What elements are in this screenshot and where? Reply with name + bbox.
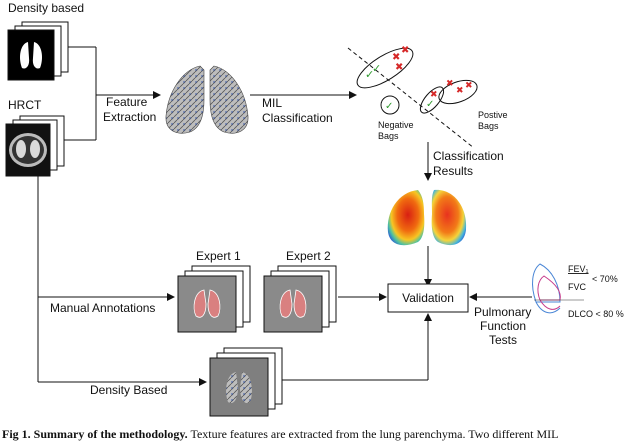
pulmonary-label-2: Function [480,319,526,333]
density-based-bottom-stack [209,347,283,417]
expert-2-label: Expert 2 [286,249,331,263]
expert-2-stack [263,265,337,333]
hrct-label: HRCT [8,98,42,112]
svg-text:✓: ✓ [372,62,381,75]
mil-bags-plot: ✓ ✓ ✓ ✓ ✖ ✖ ✖ ✖ ✖ ✖ ✖ [347,45,478,149]
svg-text:✖: ✖ [465,81,473,91]
svg-text:✓: ✓ [365,68,374,81]
validation-box [387,283,469,313]
spirometry-curves [532,263,584,314]
positive-bags-label-2: Bags [478,121,499,131]
svg-text:✓: ✓ [426,99,434,110]
heatmap-lung-image [387,189,467,246]
manual-annotations-label: Manual Annotations [50,301,155,315]
caption-bold: Fig 1. Summary of the methodology. [2,427,188,441]
feature-extraction-label-2: Extraction [103,110,156,124]
classification-results-label-2: Results [433,164,473,178]
fvc-label: FVC [568,282,587,292]
expert-1-label: Expert 1 [196,249,241,263]
positive-bags-label-1: Postive [478,110,508,120]
density-based-stack [7,21,69,81]
dlco-label: DLCO < 80 % [568,309,624,319]
svg-text:✖: ✖ [446,79,454,89]
texture-lung-image [165,65,249,134]
caption-text: Texture features are extracted from the … [187,427,559,441]
hrct-stack [5,115,65,177]
mil-label-1: MIL [262,96,282,110]
density-based-bottom-label: Density Based [90,383,167,397]
negative-bags-label-2: Bags [378,131,399,141]
figure-caption: Fig 1. Summary of the methodology. Textu… [2,427,640,441]
negative-bags-label-1: Negative [378,120,414,130]
svg-text:✖: ✖ [395,62,403,73]
expert-1-stack [177,265,251,333]
svg-text:✖: ✖ [430,90,438,100]
density-based-top-label: Density based [8,1,84,15]
svg-text:✖: ✖ [392,52,400,63]
svg-text:✓: ✓ [385,101,393,112]
mil-label-2: Classification [262,111,333,125]
svg-text:✖: ✖ [401,45,409,56]
pulmonary-label-3: Tests [489,333,517,347]
validation-label: Validation [402,291,454,305]
classification-results-label-1: Classification [433,149,504,163]
feature-extraction-label-1: Feature [106,95,148,109]
svg-text:✖: ✖ [456,86,464,96]
fev-label: FEV₁ [568,264,589,274]
fev-threshold-label: < 70% [592,274,618,284]
connector-lines [37,46,207,386]
pulmonary-label-1: Pulmonary [474,305,531,319]
